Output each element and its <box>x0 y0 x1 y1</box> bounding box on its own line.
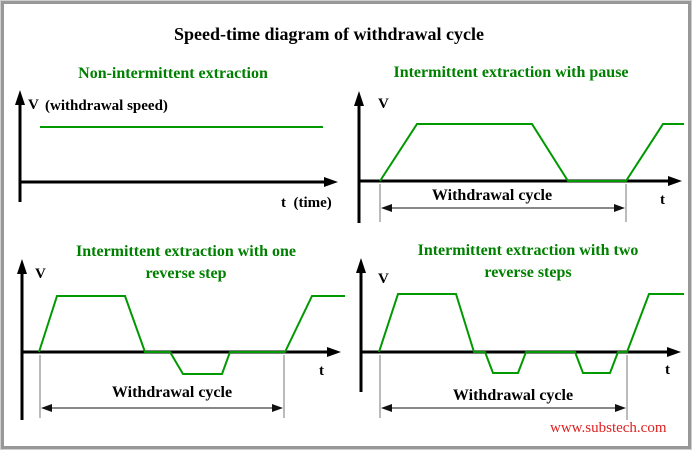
panel-3-plot <box>17 259 345 420</box>
panel-2-subtitle: Intermittent extraction with pause <box>393 62 628 84</box>
panel-4-cycle-label: Withdrawal cycle <box>452 387 574 404</box>
y-axis-arrowhead <box>354 91 364 106</box>
watermark-url: www.substech.com <box>550 420 667 436</box>
panel-3-subtitle-line-1: Intermittent extraction with one <box>76 243 296 260</box>
dimension-right-arrowhead <box>614 204 625 212</box>
panel-2-cycle-label: Withdrawal cycle <box>431 187 553 204</box>
panel-4-t-axis-label: t <box>665 362 670 378</box>
speed-curve <box>378 293 684 374</box>
cycle-dimension <box>39 355 285 418</box>
panel-4-v-axis-label: V <box>378 271 389 287</box>
dimension-left-arrowhead <box>41 404 52 412</box>
panel-4-plot <box>356 258 684 420</box>
panel-1-v-axis-label: V <box>28 97 39 113</box>
panel-4-subtitle-line-1: Intermittent extraction with two <box>417 242 639 259</box>
x-axis-arrowhead <box>324 177 338 187</box>
panel-4-subtitle-line-2: reverse steps <box>484 264 572 281</box>
main-title: Speed-time diagram of withdrawal cycle <box>174 24 484 44</box>
speed-curve <box>379 123 684 182</box>
dimension-left-arrowhead <box>381 404 392 412</box>
panel-1-subtitle-line-1: Non-intermittent extraction <box>78 65 268 82</box>
y-axis-arrowhead <box>17 259 27 274</box>
panel-2-t-axis-label: t <box>660 192 665 208</box>
dimension-left-arrowhead <box>381 204 392 212</box>
panel-3-subtitle-line-2: reverse step <box>145 265 227 282</box>
cycle-dimension <box>379 355 628 420</box>
x-axis-arrowhead <box>668 176 682 186</box>
cycle-dimension <box>379 184 627 222</box>
panel-2-v-axis-label: V <box>378 96 389 112</box>
dimension-right-arrowhead <box>272 404 283 412</box>
panel-3-t-axis-label: t <box>319 363 324 379</box>
panel-1-t-axis-label: t (time) <box>281 195 332 211</box>
x-axis-arrowhead <box>667 347 681 357</box>
panel-3-cycle-label: Withdrawal cycle <box>111 384 233 401</box>
speed-curve <box>38 295 345 375</box>
panel-2-subtitle-line-1: Intermittent extraction with pause <box>393 64 629 81</box>
panel-1-v-axis-note: (withdrawal speed) <box>45 98 168 114</box>
panel-3-v-axis-label: V <box>35 266 46 282</box>
y-axis-arrowhead <box>356 258 366 273</box>
x-axis-arrowhead <box>327 347 341 357</box>
y-axis-arrowhead <box>15 90 25 105</box>
panel-2-plot <box>354 91 684 223</box>
panel-1-plot <box>15 90 338 202</box>
panel-3-subtitle: Intermittent extraction with one reverse… <box>76 241 296 285</box>
panel-4-subtitle: Intermittent extraction with two reverse… <box>418 240 639 284</box>
panel-1-subtitle: Non-intermittent extraction <box>78 63 268 85</box>
dimension-right-arrowhead <box>615 404 626 412</box>
